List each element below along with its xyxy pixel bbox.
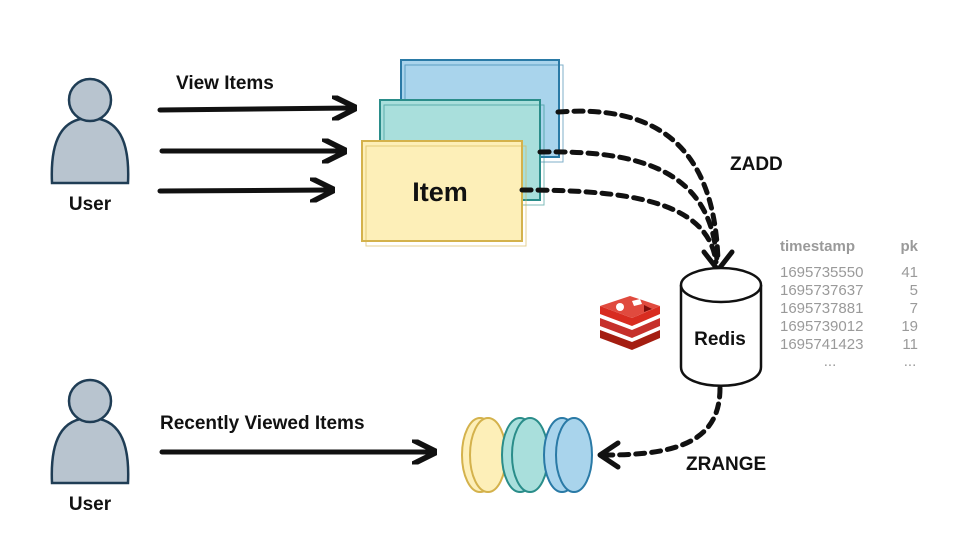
zadd-arrow-3 — [519, 187, 719, 265]
item-card-yellow — [361, 140, 527, 247]
zrange-label: ZRANGE — [686, 454, 766, 475]
user-label-top: User — [69, 194, 112, 215]
table-cell-pk: 7 — [910, 300, 918, 317]
table-cell-pk: 19 — [901, 318, 918, 335]
table-cell-pk: 5 — [910, 282, 918, 299]
item-label: Item — [412, 177, 468, 207]
table-cell-timestamp: 1695741423 — [780, 336, 863, 353]
table-header-pk: pk — [900, 238, 918, 255]
zadd-arrow-1 — [555, 108, 721, 265]
redis-label: Redis — [694, 329, 746, 350]
sorted-set-table: timestamp pk 1695735550 41 1695737637 5 … — [780, 238, 919, 370]
zadd-label: ZADD — [730, 154, 783, 175]
zrange-arrowhead — [597, 440, 621, 470]
table-cell-timestamp: 1695737637 — [780, 282, 863, 299]
zadd-arrow-2 — [537, 149, 720, 265]
table-header-timestamp: timestamp — [780, 238, 855, 255]
table-cell-pk: 41 — [901, 264, 918, 281]
result-disc-yellow — [461, 417, 507, 493]
view-arrow-1 — [157, 108, 352, 110]
table-cell-timestamp: 1695735550 — [780, 264, 863, 281]
zrange-arrow — [603, 385, 723, 458]
table-cell-pk: 11 — [902, 336, 918, 353]
table-cell-ellipsis: ... — [904, 353, 917, 370]
view-items-label: View Items — [176, 73, 274, 94]
user-icon-bottom — [50, 378, 130, 485]
table-cell-ellipsis: ... — [824, 353, 837, 370]
user-label-bottom: User — [69, 494, 112, 515]
redis-logo-icon — [600, 296, 660, 350]
redis-database-icon — [679, 266, 763, 387]
recently-viewed-label: Recently Viewed Items — [160, 413, 365, 434]
view-arrow-3 — [157, 190, 330, 191]
table-cell-timestamp: 1695737881 — [780, 300, 863, 317]
result-disc-blue — [543, 417, 593, 493]
table-cell-timestamp: 1695739012 — [780, 318, 863, 335]
user-icon-top — [50, 77, 130, 185]
result-disc-teal — [501, 417, 549, 493]
